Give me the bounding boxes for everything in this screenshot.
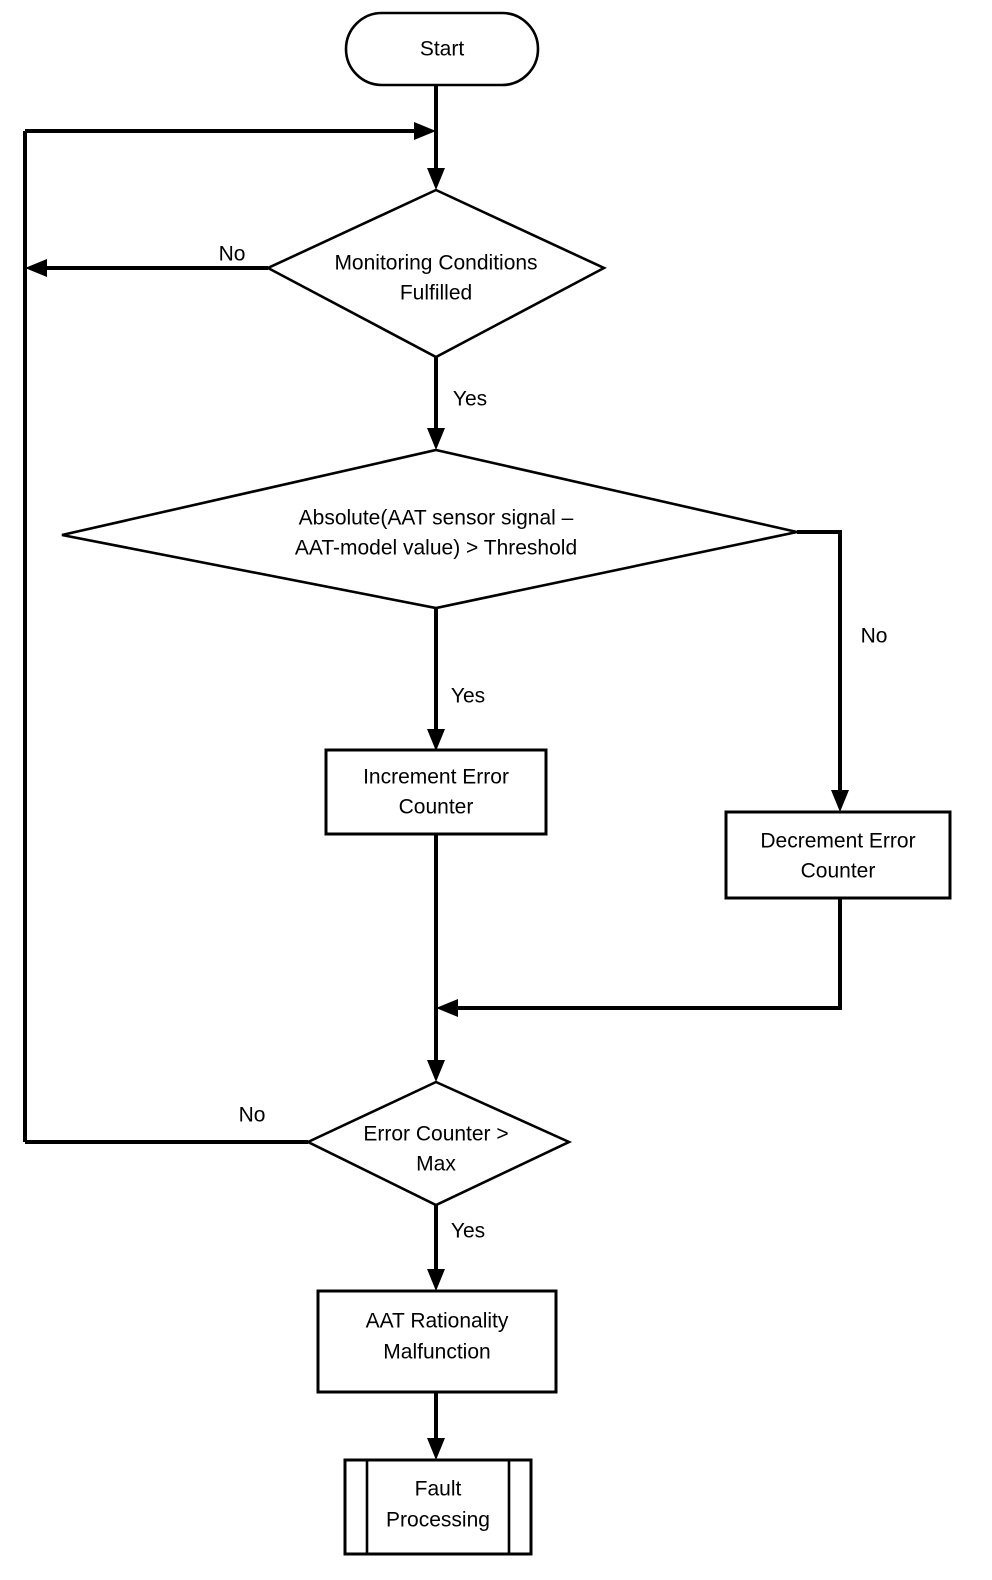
fault-processing-shape [343,1458,533,1556]
edge-label-monitoring-no: No [219,243,246,266]
arrow-head-into-increment [427,729,445,751]
monitoring-decision-shape [265,188,607,359]
monitoring-label-line1: Monitoring Conditions [334,252,537,275]
connector-monitoring-yes: Yes [427,357,487,450]
node-error-counter-max[interactable]: Error Counter > Max [304,1080,573,1207]
connector-threshold-yes: Yes [427,608,485,751]
aat-malfunction-shape [316,1289,558,1394]
arrow-head-into-decrement [831,790,849,812]
connector-start-to-monitoring [427,85,445,190]
node-monitoring-conditions[interactable]: Monitoring Conditions Fulfilled [265,188,607,359]
arrow-head-into-monitoring [427,168,445,190]
decrement-label-line2: Counter [801,860,876,883]
arrow-head-into-threshold [427,428,445,450]
increment-counter-shape [324,748,548,836]
fault-processing-label-line1: Fault [415,1478,462,1501]
node-aat-malfunction[interactable]: AAT Rationality Malfunction [316,1289,558,1394]
aat-malfunction-label-line1: AAT Rationality [366,1310,509,1333]
edge-label-monitoring-yes: Yes [453,388,487,411]
threshold-label-line1: Absolute(AAT sensor signal – [299,507,574,530]
threshold-decision-shape [61,448,798,610]
decrement-label-line1: Decrement Error [760,830,915,853]
start-terminator-shape [344,11,540,87]
connector-monitoring-no: No [25,243,268,277]
arrow-head-into-malfunction [427,1269,445,1291]
arrow-head-into-error-counter [427,1060,445,1082]
increment-label-line2: Counter [399,796,474,819]
connector-counter-yes: Yes [427,1205,485,1291]
error-counter-decision-shape [304,1080,573,1207]
node-start[interactable]: Start [344,11,540,87]
node-fault-processing[interactable]: Fault Processing [343,1458,533,1556]
connector-loopback-top [25,122,436,140]
node-decrement-counter[interactable]: Decrement Error Counter [724,810,952,900]
threshold-label-line2: AAT-model value) > Threshold [295,537,577,560]
edge-label-threshold-yes: Yes [451,685,485,708]
error-counter-label-line2: Max [416,1153,456,1176]
node-increment-counter[interactable]: Increment Error Counter [324,748,548,836]
decrement-counter-shape [724,810,952,900]
connector-threshold-no: No [797,530,888,812]
increment-label-line1: Increment Error [363,766,509,789]
aat-malfunction-label-line2: Malfunction [383,1341,490,1364]
node-threshold-check[interactable]: Absolute(AAT sensor signal – AAT-model v… [61,448,798,610]
edge-label-threshold-no: No [861,625,888,648]
arrow-head-into-fault-processing [427,1438,445,1460]
start-label: Start [420,38,465,61]
arrow-head-loopback-join [414,122,436,140]
fault-processing-label-line2: Processing [386,1509,490,1532]
edge-label-counter-yes: Yes [451,1220,485,1243]
arrow-head-monitoring-no [25,259,47,277]
connector-decrement-to-merge [436,897,842,1017]
arrow-head-merge-into-spine [436,999,458,1017]
connector-malfunction-to-fault [427,1392,445,1460]
monitoring-label-line2: Fulfilled [400,282,472,305]
connector-increment-to-merge [427,833,445,1082]
connector-counter-no: No [25,1104,308,1144]
error-counter-label-line1: Error Counter > [363,1123,508,1146]
edge-label-counter-no: No [239,1104,266,1127]
